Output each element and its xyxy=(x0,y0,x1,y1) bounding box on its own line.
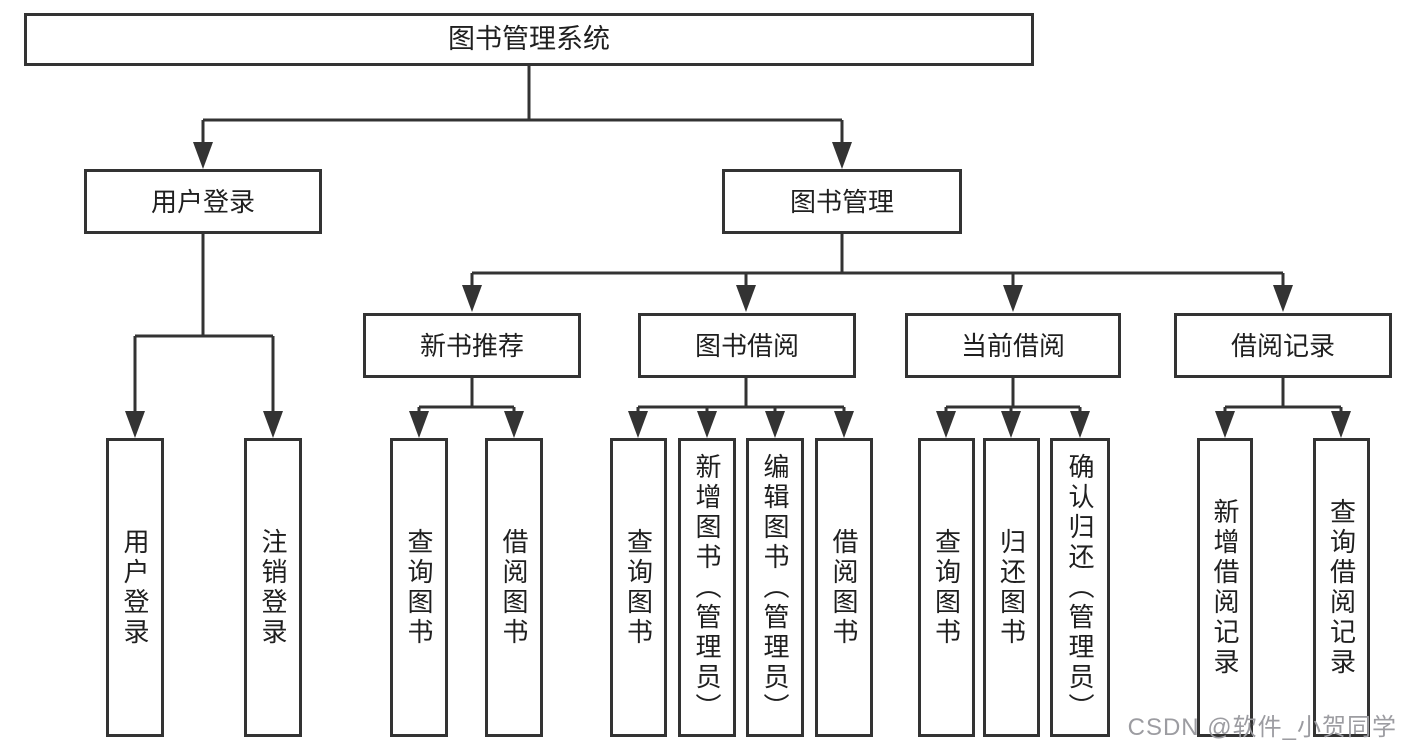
node-book-borrow: 图书借阅 xyxy=(638,313,856,378)
leaf-query-borrow-record: 查询借阅记录 xyxy=(1313,438,1370,737)
leaf-label: 注销登录 xyxy=(258,527,288,648)
leaf-confirm-return-admin: 确认归还（管理员） xyxy=(1050,438,1110,737)
leaf-query-book-borrow: 查询图书 xyxy=(610,438,667,737)
leaf-label: 查询图书 xyxy=(623,527,654,648)
leaf-query-book-current: 查询图书 xyxy=(918,438,975,737)
leaf-logout: 注销登录 xyxy=(244,438,302,737)
leaf-label: 用户登录 xyxy=(120,527,150,648)
leaf-return-book: 归还图书 xyxy=(983,438,1040,737)
leaf-user-login: 用户登录 xyxy=(106,438,164,737)
leaf-label: 查询借阅记录 xyxy=(1326,497,1357,678)
leaf-label: 新增图书（管理员） xyxy=(692,452,722,723)
node-root-system: 图书管理系统 xyxy=(24,13,1034,66)
leaf-borrow-book-recommend: 借阅图书 xyxy=(485,438,543,737)
leaf-query-book-recommend: 查询图书 xyxy=(390,438,448,737)
leaf-label: 查询图书 xyxy=(931,527,962,648)
leaf-label: 归还图书 xyxy=(996,527,1027,648)
arrow-down-icons xyxy=(125,142,1351,438)
csdn-watermark: CSDN @软件_小贺同学 xyxy=(1127,714,1397,741)
node-borrow-records: 借阅记录 xyxy=(1174,313,1392,378)
leaf-label: 确认归还（管理员） xyxy=(1065,452,1095,723)
leaf-label: 借阅图书 xyxy=(499,527,529,648)
node-new-book-recommend: 新书推荐 xyxy=(363,313,581,378)
leaf-label: 借阅图书 xyxy=(829,527,859,648)
leaf-borrow-book: 借阅图书 xyxy=(815,438,873,737)
node-current-borrow: 当前借阅 xyxy=(905,313,1121,378)
leaf-add-book-admin: 新增图书（管理员） xyxy=(678,438,736,737)
leaf-edit-book-admin: 编辑图书（管理员） xyxy=(746,438,804,737)
node-book-management: 图书管理 xyxy=(722,169,962,234)
leaf-label: 新增借阅记录 xyxy=(1210,497,1240,678)
node-user-login: 用户登录 xyxy=(84,169,322,234)
leaf-label: 编辑图书（管理员） xyxy=(760,452,790,723)
leaf-label: 查询图书 xyxy=(404,527,434,648)
leaf-add-borrow-record: 新增借阅记录 xyxy=(1197,438,1253,737)
